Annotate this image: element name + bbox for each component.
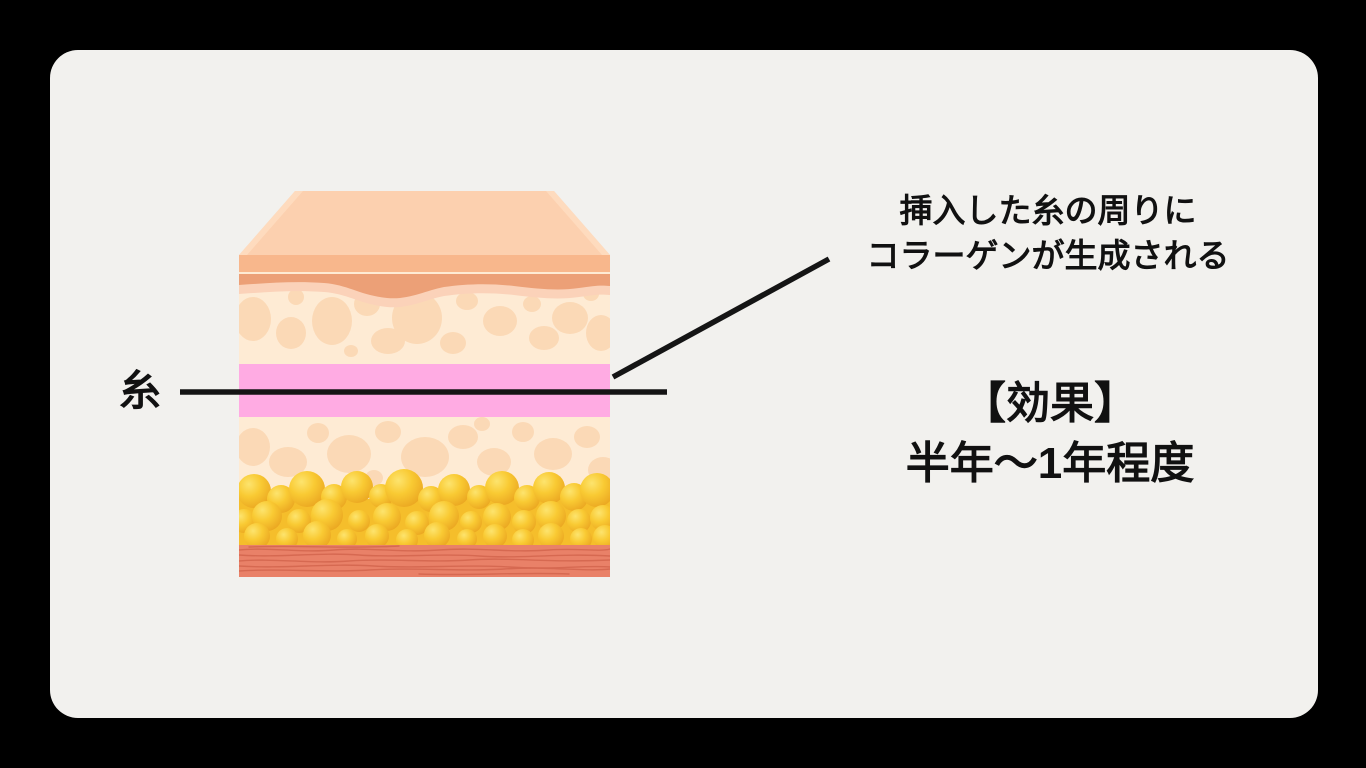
skin-cross-section-illustration — [239, 191, 610, 577]
skin-top-left-edge-highlight — [239, 191, 303, 255]
skin-top-right-edge-highlight — [546, 191, 610, 255]
thread-band — [239, 364, 610, 417]
annotation-text-line1: 挿入した糸の周りに — [899, 192, 1197, 229]
epidermis-band — [239, 255, 610, 272]
annotation-text: 挿入した糸の周りに コラーゲンが生成される — [867, 188, 1230, 278]
annotation-text-line2: コラーゲンが生成される — [866, 237, 1230, 274]
effect-text: 【効果】 半年〜1年程度 — [906, 374, 1194, 494]
thread-label: 糸 — [118, 367, 162, 414]
skin-top-face — [239, 191, 610, 255]
annotation-pointer-line — [611, 256, 831, 380]
effect-heading: 【効果】 — [961, 379, 1138, 428]
fat-layer — [239, 469, 610, 551]
effect-duration: 半年〜1年程度 — [905, 439, 1195, 488]
dermis-lower-bubbles — [239, 417, 610, 486]
infographic-card: 糸 挿入した糸の周りに コラーゲンが生成される 【効果】 半年〜1年程度 — [50, 50, 1318, 718]
epidermis-wave-layer — [239, 274, 610, 299]
muscle-fiber-lines — [239, 545, 610, 576]
